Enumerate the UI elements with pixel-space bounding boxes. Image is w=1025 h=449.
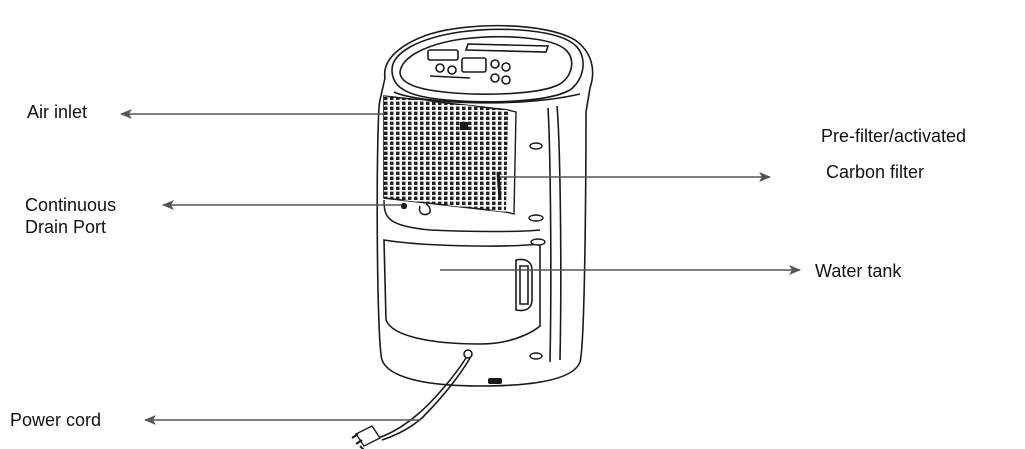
leader-arrows	[120, 109, 801, 425]
filter-label-line1: Pre-filter/activated	[821, 126, 967, 146]
drain-port-panel	[383, 199, 541, 233]
power-cord	[377, 349, 473, 441]
air-inlet-grille	[383, 95, 517, 215]
water-tank	[383, 239, 541, 345]
side-clips	[528, 142, 546, 360]
water-tank-label: Water tank	[815, 261, 902, 281]
air-inlet-label: Air inlet	[27, 102, 88, 122]
power-cord-label: Power cord	[10, 410, 102, 430]
unit-feet	[488, 378, 502, 384]
filter-label-line2: Carbon filter	[826, 162, 925, 182]
drain-port-label: Continuous Drain Port	[25, 195, 117, 237]
power-plug	[351, 425, 382, 449]
